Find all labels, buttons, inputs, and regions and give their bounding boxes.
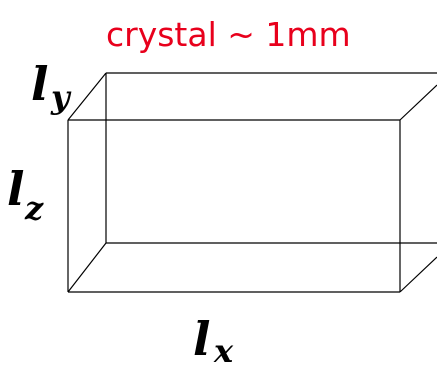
caption-text: crystal ~ 1mm [106,15,351,54]
ly-subscript: y [50,78,72,116]
lx-main-letter: l [193,312,210,366]
depth-top-right-edge [399,84,437,121]
lz-label: l z [7,162,44,227]
box-edges [67,72,437,293]
depth-top-left-edge [67,72,107,121]
lz-main-letter: l [7,162,24,216]
lz-subscript: z [24,189,44,227]
lx-subscript: x [213,332,234,370]
depth-bottom-right-edge [399,256,437,293]
lx-label: l x [193,312,234,370]
ly-label: l y [31,57,72,116]
ly-main-letter: l [31,57,48,111]
depth-bottom-left-edge [67,242,107,293]
